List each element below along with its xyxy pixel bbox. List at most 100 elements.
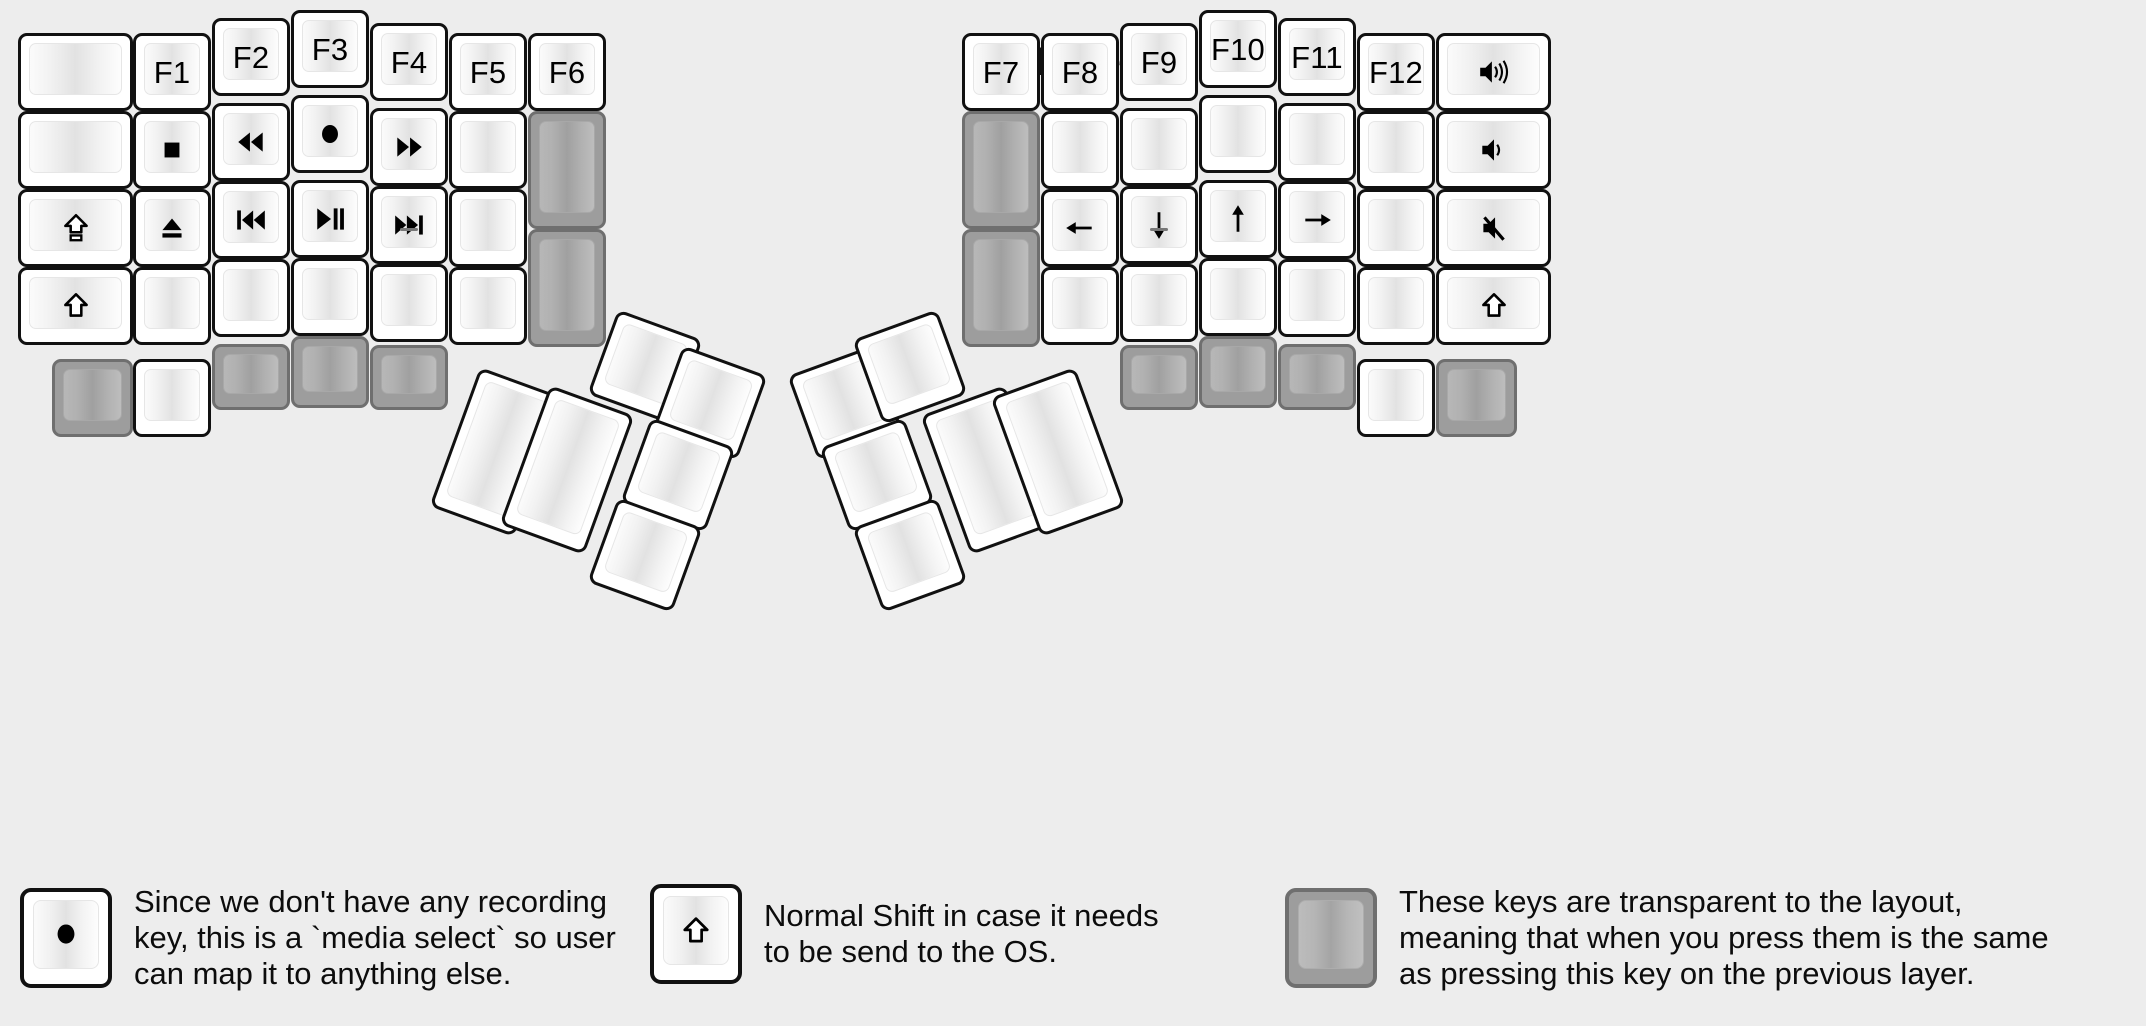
key-L-c6-r4[interactable] bbox=[449, 267, 527, 345]
media-rewind-icon bbox=[234, 125, 268, 159]
legend-key-sample bbox=[1285, 887, 1377, 988]
key-R-c7-r5[interactable] bbox=[1436, 359, 1517, 437]
key-label: F1 bbox=[153, 54, 191, 90]
key-R-c6-r3[interactable] bbox=[1357, 189, 1435, 267]
key-L-c7-r3[interactable] bbox=[528, 229, 606, 347]
key-L-c3-r4[interactable] bbox=[212, 259, 290, 337]
key-L-c5-r2[interactable] bbox=[370, 108, 448, 186]
keycap-face bbox=[1368, 277, 1424, 329]
media-record-icon bbox=[48, 916, 84, 952]
key-L-c1-r5[interactable] bbox=[52, 359, 133, 437]
key-R-c2-r4[interactable] bbox=[1041, 267, 1119, 345]
key-L-c7-r2[interactable] bbox=[528, 111, 606, 229]
key-label: F9 bbox=[1140, 44, 1178, 80]
key-L-c3-r5[interactable] bbox=[212, 344, 290, 410]
key-label: F8 bbox=[1061, 54, 1099, 90]
key-label: F4 bbox=[390, 44, 428, 80]
key-R-c7-r3[interactable] bbox=[1436, 189, 1551, 267]
key-R-c2-r3[interactable] bbox=[1041, 189, 1119, 267]
keycap-face bbox=[29, 121, 122, 173]
key-L-c1-r1[interactable] bbox=[18, 33, 133, 111]
keycap-face bbox=[1131, 355, 1187, 394]
key-R-c5-r5[interactable] bbox=[1278, 344, 1356, 410]
key-L-c6-r3[interactable] bbox=[449, 189, 527, 267]
key-R-c7-r2[interactable] bbox=[1436, 111, 1551, 189]
key-R-c5-r2[interactable] bbox=[1278, 103, 1356, 181]
media-playpause-icon bbox=[313, 202, 347, 236]
keycap-face bbox=[223, 269, 279, 321]
key-L-c4-r2[interactable] bbox=[291, 95, 369, 173]
keycap-face bbox=[302, 268, 358, 320]
key-L-c4-r3[interactable] bbox=[291, 180, 369, 258]
key-label: F7 bbox=[982, 54, 1020, 90]
key-L-c1-r3[interactable] bbox=[18, 189, 133, 267]
volume-up-icon bbox=[1477, 55, 1511, 89]
keycap-face bbox=[63, 369, 122, 421]
key-L-c2-r4[interactable] bbox=[133, 267, 211, 345]
key-L-c1-r4[interactable] bbox=[18, 267, 133, 345]
key-L-c2-r1[interactable]: F1 bbox=[133, 33, 211, 111]
media-next-icon bbox=[392, 208, 426, 242]
key-L-c5-r4[interactable] bbox=[370, 264, 448, 342]
key-L-c3-r3[interactable] bbox=[212, 181, 290, 259]
key-L-c2-r3[interactable] bbox=[133, 189, 211, 267]
key-label: F11 bbox=[1291, 39, 1343, 75]
key-L-c4-r5[interactable] bbox=[291, 336, 369, 408]
key-L-c5-r5[interactable] bbox=[370, 345, 448, 410]
key-L-c1-r2[interactable] bbox=[18, 111, 133, 189]
keycap-face bbox=[1210, 268, 1266, 320]
key-R-c3-r5[interactable] bbox=[1120, 345, 1198, 410]
key-L-c2-r5[interactable] bbox=[133, 359, 211, 437]
key-R-c1-r3[interactable] bbox=[962, 229, 1040, 347]
key-R-c4-r3[interactable] bbox=[1199, 180, 1277, 258]
key-R-c5-r1[interactable]: F11 bbox=[1278, 18, 1356, 96]
arrow-right-icon bbox=[1300, 203, 1334, 237]
key-R-c7-r4[interactable] bbox=[1436, 267, 1551, 345]
key-R-c6-r5[interactable] bbox=[1357, 359, 1435, 437]
keycap-face bbox=[1052, 121, 1108, 173]
key-L-c6-r2[interactable] bbox=[449, 111, 527, 189]
key-L-c5-r1[interactable]: F4 bbox=[370, 23, 448, 101]
key-R-c3-r2[interactable] bbox=[1120, 108, 1198, 186]
key-L-c4-r1[interactable]: F3 bbox=[291, 10, 369, 88]
keycap-face bbox=[1298, 899, 1364, 969]
key-R-c7-r1[interactable] bbox=[1436, 33, 1551, 111]
key-L-c3-r1[interactable]: F2 bbox=[212, 18, 290, 96]
key-R-c4-r2[interactable] bbox=[1199, 95, 1277, 173]
key-R-c1-r1[interactable]: F7 bbox=[962, 33, 1040, 111]
keycap-face bbox=[833, 430, 919, 514]
key-R-c4-r5[interactable] bbox=[1199, 336, 1277, 408]
key-L-c2-r2[interactable] bbox=[133, 111, 211, 189]
key-R-c5-r3[interactable] bbox=[1278, 181, 1356, 259]
homing-bar-icon bbox=[1150, 228, 1168, 231]
key-R-c6-r1[interactable]: F12 bbox=[1357, 33, 1435, 111]
key-R-c6-r2[interactable] bbox=[1357, 111, 1435, 189]
keycap-face bbox=[663, 896, 729, 965]
keycap-face bbox=[1131, 274, 1187, 326]
key-R-c3-r3[interactable] bbox=[1120, 186, 1198, 264]
keycap-face bbox=[539, 239, 595, 331]
keycap-face bbox=[973, 239, 1029, 331]
key-R-c4-r1[interactable]: F10 bbox=[1199, 10, 1277, 88]
media-eject-icon bbox=[155, 211, 189, 245]
key-L-c5-r3[interactable] bbox=[370, 186, 448, 264]
keycap-face bbox=[381, 274, 437, 326]
shift-icon bbox=[1477, 289, 1511, 323]
keycap-face bbox=[381, 355, 437, 394]
key-R-c4-r4[interactable] bbox=[1199, 258, 1277, 336]
keycap-face bbox=[539, 121, 595, 213]
key-L-c4-r4[interactable] bbox=[291, 258, 369, 336]
key-R-c3-r4[interactable] bbox=[1120, 264, 1198, 342]
key-L-c7-r1[interactable]: F6 bbox=[528, 33, 606, 111]
key-R-c2-r1[interactable]: F8 bbox=[1041, 33, 1119, 111]
key-label: F10 bbox=[1210, 31, 1266, 67]
key-R-c5-r4[interactable] bbox=[1278, 259, 1356, 337]
key-R-c2-r2[interactable] bbox=[1041, 111, 1119, 189]
key-R-c6-r4[interactable] bbox=[1357, 267, 1435, 345]
key-R-c1-r2[interactable] bbox=[962, 111, 1040, 229]
key-L-c3-r2[interactable] bbox=[212, 103, 290, 181]
key-L-c6-r1[interactable]: F5 bbox=[449, 33, 527, 111]
key-R-c3-r1[interactable]: F9 bbox=[1120, 23, 1198, 101]
volume-down-icon bbox=[1477, 133, 1511, 167]
keycap-face bbox=[1210, 346, 1266, 392]
